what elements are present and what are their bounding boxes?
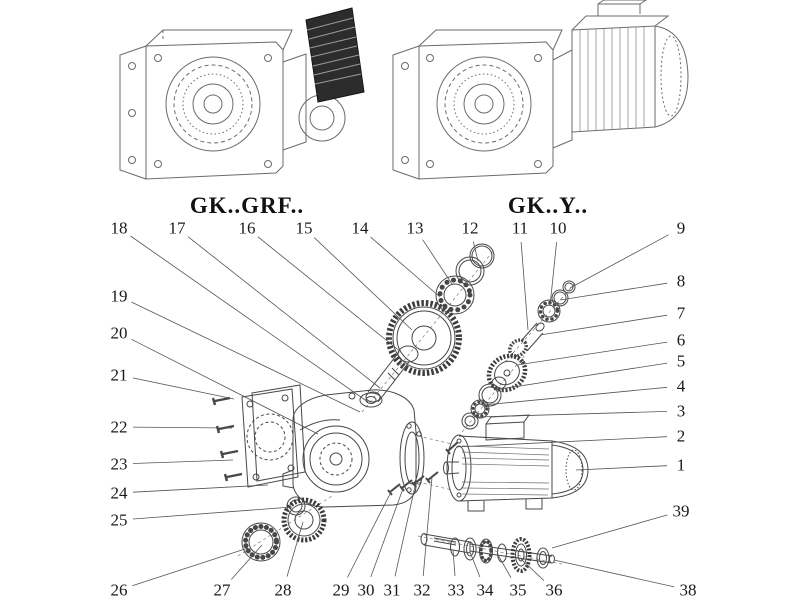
gearbox-grf-drawing	[119, 7, 365, 180]
leader-line-20	[131, 338, 319, 435]
part-callout-11: 11	[511, 218, 529, 238]
part-callout-24: 24	[110, 483, 128, 503]
part-callout-13: 13	[406, 218, 424, 238]
part-callout-7: 7	[676, 303, 686, 323]
input-bearing	[435, 275, 475, 315]
part-callout-6: 6	[676, 330, 686, 350]
leader-line-10	[549, 241, 557, 307]
model-title-y: GK..Y..	[507, 193, 589, 218]
leader-line-28	[286, 521, 304, 577]
main-gear	[386, 300, 462, 376]
gear-housing	[282, 389, 425, 508]
part-callout-5: 5	[676, 351, 686, 371]
assembly-axes	[237, 249, 578, 565]
part-callout-28: 28	[274, 580, 292, 600]
leader-line-36	[519, 557, 545, 581]
leader-line-16	[257, 236, 402, 353]
part-callout-12: 12	[461, 218, 479, 238]
gearbox-y-drawing	[392, 0, 689, 180]
motor	[443, 414, 589, 512]
bevel-pinion-group	[508, 280, 576, 358]
leader-line-14	[370, 236, 441, 298]
part-callout-34: 34	[476, 580, 494, 600]
part-callout-35: 35	[509, 580, 527, 600]
leader-line-17	[187, 236, 381, 389]
part-callout-39: 39	[672, 501, 690, 521]
leader-line-15	[313, 237, 413, 331]
leader-line-30	[370, 485, 405, 578]
leader-line-33	[452, 549, 456, 577]
part-callout-15: 15	[295, 218, 313, 238]
leader-line-2	[455, 436, 668, 448]
part-callout-30: 30	[357, 580, 375, 600]
part-callout-36: 36	[545, 580, 563, 600]
leader-line-32	[422, 476, 433, 577]
leader-line-19	[131, 301, 361, 413]
leader-line-38	[553, 559, 675, 588]
output-shaft-assembly	[420, 533, 555, 573]
leader-line-34	[469, 551, 481, 578]
part-callout-21: 21	[110, 365, 128, 385]
leader-line-1	[575, 465, 668, 471]
leader-line-7	[539, 314, 668, 336]
leader-line-12	[472, 241, 479, 262]
leader-line-5	[493, 362, 668, 391]
part-callout-3: 3	[676, 401, 686, 421]
part-callout-16: 16	[238, 218, 256, 238]
part-callout-29: 29	[332, 580, 350, 600]
leader-line-29	[347, 489, 393, 578]
output-flange-assembly	[211, 384, 327, 562]
part-callout-23: 23	[110, 454, 128, 474]
part-callout-19: 19	[110, 286, 128, 306]
leader-line-6	[516, 341, 668, 366]
leader-line-3	[476, 411, 668, 418]
part-callout-8: 8	[676, 271, 686, 291]
part-callout-1: 1	[676, 455, 686, 475]
part-callout-25: 25	[110, 510, 128, 530]
part-callout-26: 26	[110, 580, 128, 600]
model-title-grf: GK..GRF..	[189, 193, 305, 218]
part-callout-10: 10	[549, 218, 567, 238]
input-rings	[455, 243, 495, 286]
input-shaft	[365, 351, 410, 403]
part-callout-38: 38	[679, 580, 697, 600]
part-callout-22: 22	[110, 417, 128, 437]
bevel-gear-group	[461, 353, 528, 430]
leader-lines	[130, 234, 675, 588]
part-callout-31: 31	[383, 580, 401, 600]
leader-line-22	[132, 426, 233, 429]
leader-line-8	[559, 282, 668, 301]
leader-line-13	[422, 239, 453, 285]
exploded-assembly	[211, 243, 589, 573]
part-callout-14: 14	[351, 218, 369, 238]
leader-line-24	[132, 484, 269, 493]
leader-line-23	[132, 459, 234, 464]
part-callout-33: 33	[447, 580, 465, 600]
leader-line-39	[551, 514, 668, 549]
leader-line-31	[394, 481, 417, 577]
part-callout-32: 32	[413, 580, 431, 600]
leader-line-35	[497, 554, 512, 578]
leader-line-9	[569, 234, 669, 289]
leader-line-4	[483, 386, 668, 406]
leader-line-11	[520, 241, 529, 331]
leader-line-18	[130, 235, 369, 403]
leader-line-21	[132, 377, 235, 400]
part-callout-18: 18	[110, 218, 128, 238]
leader-line-25	[132, 506, 293, 520]
part-callout-27: 27	[213, 580, 231, 600]
leader-line-27	[231, 544, 263, 580]
part-callout-2: 2	[676, 426, 686, 446]
leader-line-26	[132, 547, 249, 587]
part-callout-20: 20	[110, 323, 128, 343]
part-callout-4: 4	[676, 376, 686, 396]
part-callout-17: 17	[168, 218, 186, 238]
part-callout-9: 9	[676, 218, 686, 238]
